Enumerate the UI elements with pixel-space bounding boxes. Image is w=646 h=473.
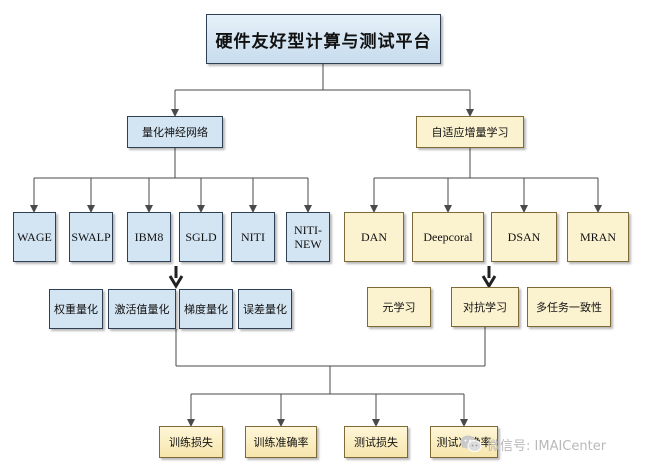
algo-niti: NITI [231, 212, 275, 262]
algo-ibm8: IBM8 [127, 212, 171, 262]
watermark-text: 微信号: IMAICenter [487, 438, 607, 454]
subtask-meta-learning-label: 元学习 [382, 301, 416, 314]
wechat-icon [460, 435, 482, 452]
algo-dsan: DSAN [491, 212, 557, 262]
subtask-gradient-quant: 梯度量化 [179, 289, 233, 329]
subtask-error-quant: 误差量化 [238, 289, 292, 329]
subtask-adversarial-learning-label: 对抗学习 [463, 301, 507, 314]
algo-dan-label: DAN [361, 229, 387, 244]
category-quantized-nn: 量化神经网络 [127, 116, 223, 148]
category-adaptive-incremental: 自适应增量学习 [416, 116, 524, 148]
algo-deepcoral-label: Deepcoral [423, 229, 473, 244]
output-train-loss: 训练损失 [159, 426, 223, 458]
algo-wage-label: WAGE [17, 229, 52, 244]
algo-deepcoral: Deepcoral [412, 212, 484, 262]
subtask-weight-quant: 权重量化 [49, 289, 103, 329]
algo-swalp-label: SWALP [71, 229, 111, 244]
algo-wage: WAGE [13, 212, 56, 262]
category-adaptive-incremental-label: 自适应增量学习 [431, 126, 509, 139]
watermark: 微信号: IMAICenter [460, 432, 606, 456]
output-train-accuracy: 训练准确率 [245, 426, 317, 458]
algo-ibm8-label: IBM8 [134, 229, 164, 244]
algo-niti-new: NITI- NEW [286, 212, 330, 262]
subtask-weight-quant-label: 权重量化 [54, 303, 98, 316]
algo-dan: DAN [344, 212, 404, 262]
subtask-activation-quant-label: 激活值量化 [114, 303, 170, 316]
arrow-right-to-subtasks [481, 266, 497, 289]
algo-mran-label: MRAN [579, 229, 616, 244]
subtask-error-quant-label: 误差量化 [243, 303, 287, 316]
subtask-adversarial-learning: 对抗学习 [451, 287, 519, 327]
platform-title-box: 硬件友好型计算与测试平台 [206, 14, 441, 64]
algo-swalp: SWALP [69, 212, 113, 262]
algo-dsan-label: DSAN [507, 229, 541, 244]
category-quantized-nn-label: 量化神经网络 [142, 126, 208, 139]
platform-title: 硬件友好型计算与测试平台 [215, 31, 432, 51]
output-test-loss-label: 测试损失 [354, 436, 398, 449]
arrow-left-to-subtasks [168, 266, 184, 289]
algo-mran: MRAN [567, 212, 629, 262]
output-test-loss: 测试损失 [344, 426, 408, 458]
subtask-meta-learning: 元学习 [367, 287, 431, 327]
subtask-multitask-consistency-label: 多任务一致性 [536, 301, 602, 314]
output-train-loss-label: 训练损失 [169, 436, 213, 449]
subtask-multitask-consistency: 多任务一致性 [527, 287, 611, 327]
subtask-activation-quant: 激活值量化 [108, 289, 176, 329]
algo-niti-label: NITI [241, 229, 265, 244]
algo-niti-new-label: NITI- NEW [294, 223, 322, 251]
subtask-gradient-quant-label: 梯度量化 [184, 303, 228, 316]
output-train-accuracy-label: 训练准确率 [253, 436, 309, 449]
algo-sgld: SGLD [179, 212, 223, 262]
algo-sgld-label: SGLD [185, 229, 217, 244]
